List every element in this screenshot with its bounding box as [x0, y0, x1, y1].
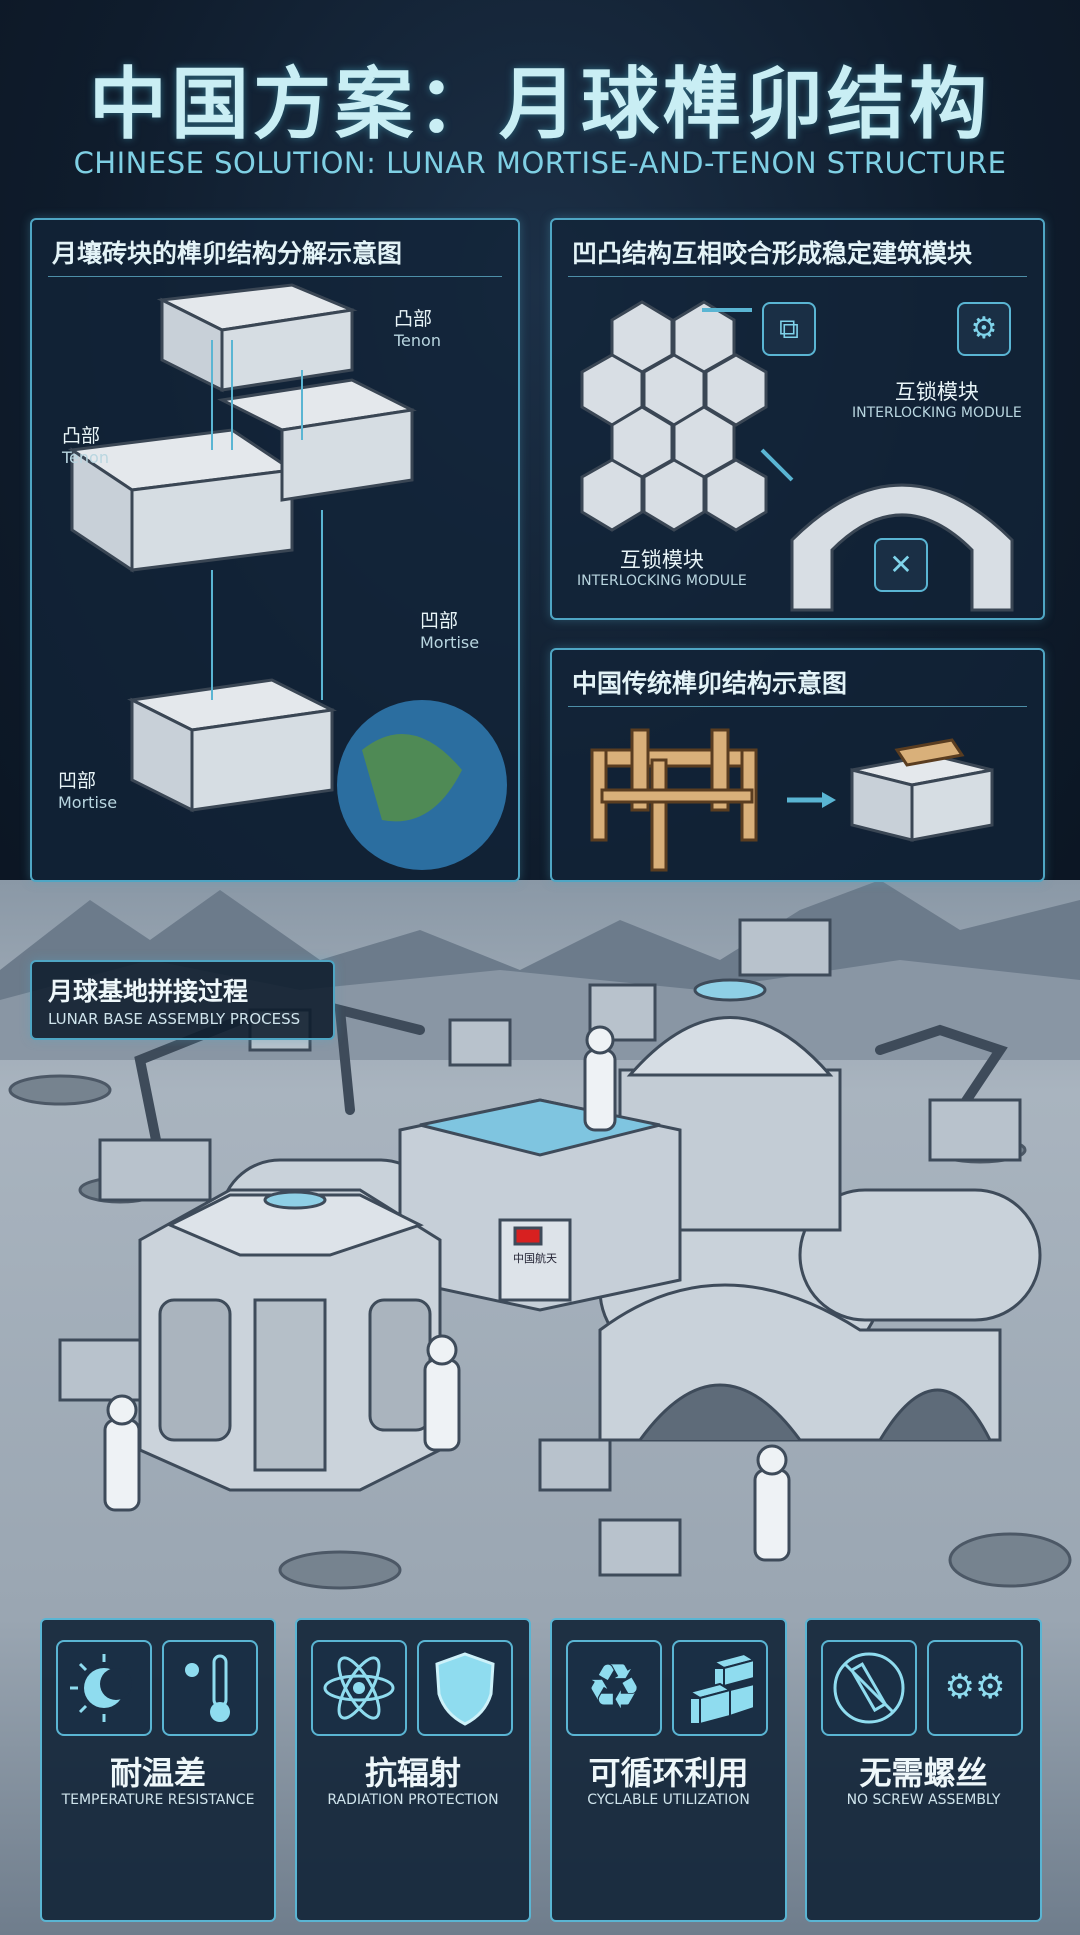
module-label: 中国航天 — [513, 1251, 557, 1265]
scene-subtitle: LUNAR BASE ASSEMBLY PROCESS — [48, 1010, 301, 1028]
divider — [568, 276, 1027, 277]
feature-subtitle: RADIATION PROTECTION — [327, 1792, 499, 1808]
panel-title: 月壤砖块的榫卯结构分解示意图 — [52, 239, 403, 268]
bricks-icon — [672, 1640, 768, 1736]
page-subtitle: CHINESE SOLUTION: LUNAR MORTISE-AND-TENO… — [73, 146, 1007, 180]
feature-subtitle: TEMPERATURE RESISTANCE — [61, 1792, 255, 1808]
divider — [568, 706, 1027, 707]
feature-title: 无需螺丝 — [859, 1754, 988, 1792]
panel-title: 凹凸结构互相咬合形成稳定建筑模块 — [572, 239, 973, 268]
divider — [48, 276, 502, 277]
feature-title: 可循环利用 — [588, 1754, 749, 1792]
feature-title: 耐温差 — [109, 1754, 206, 1792]
hexagon-module-diagram — [580, 300, 1014, 612]
feature-card-recycle: ♻ 可循环利用 CYCLABLE UTILIZATION — [550, 1618, 787, 1922]
feature-card-radiation: 抗辐射 RADIATION PROTECTION — [295, 1618, 531, 1922]
brick-exploded-diagram — [67, 283, 507, 870]
page-title: 中国方案：月球榫卯结构 — [88, 60, 991, 150]
no-screw-icon — [821, 1640, 917, 1736]
sun-moon-icon — [56, 1640, 152, 1736]
feature-subtitle: NO SCREW ASSEMBLY — [846, 1792, 1001, 1808]
lunar-base-illustration: 中国航天 — [0, 880, 1080, 1590]
scene-title: 月球基地拼接过程 — [48, 977, 249, 1006]
feature-card-no-screw: ⚙⚙ 无需螺丝 NO SCREW ASSEMBLY — [805, 1618, 1042, 1922]
panel-title: 中国传统榫卯结构示意图 — [572, 669, 848, 698]
recycle-icon: ♻ — [566, 1640, 662, 1736]
wooden-joinery-diagram — [590, 728, 994, 872]
cubes-icon: ⧉ — [762, 302, 816, 356]
thermometer-icon — [162, 1640, 258, 1736]
shield-icon — [417, 1640, 513, 1736]
tools-icon: ✕ — [874, 538, 928, 592]
scene-label-box: 月球基地拼接过程 LUNAR BASE ASSEMBLY PROCESS — [30, 960, 335, 1040]
gears-icon: ⚙⚙ — [927, 1640, 1023, 1736]
feature-title: 抗辐射 — [364, 1754, 461, 1792]
feature-card-temperature: 耐温差 TEMPERATURE RESISTANCE — [40, 1618, 276, 1922]
gear-icon: ⚙ — [957, 302, 1011, 356]
atom-icon — [311, 1640, 407, 1736]
traditional-joinery-panel: 中国传统榫卯结构示意图 — [550, 648, 1045, 882]
feature-subtitle: CYCLABLE UTILIZATION — [587, 1792, 750, 1808]
